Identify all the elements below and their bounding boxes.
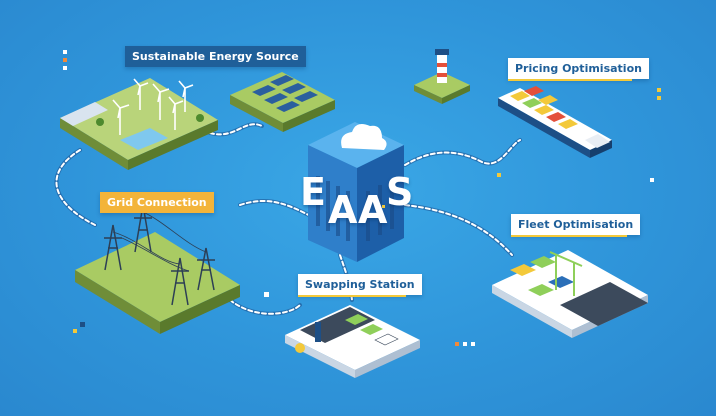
label-fleet-accent — [511, 235, 627, 237]
tower-letter-e: E — [300, 170, 327, 214]
eaas-tower — [308, 122, 404, 262]
label-sustainable-energy: Sustainable Energy Source — [125, 46, 306, 67]
cargo-ship — [498, 86, 612, 158]
tower-letter-a1: A — [328, 188, 359, 232]
port-terminal-island — [492, 250, 648, 338]
label-pricing-accent — [508, 79, 632, 81]
crane-icons — [549, 251, 583, 296]
cloud-icon — [341, 124, 387, 150]
lighthouse-island — [414, 49, 470, 104]
swapping-station-island — [285, 305, 420, 378]
battery-pack-icons — [345, 314, 399, 346]
container-stack-icons — [510, 256, 574, 296]
solar-panel-icons — [252, 75, 318, 112]
label-grid-connection: Grid Connection — [100, 192, 214, 213]
wind-farm-island — [60, 78, 218, 170]
power-pylon-icons — [104, 204, 215, 306]
label-swapping-station: Swapping Station — [298, 274, 422, 295]
solar-farm-island — [230, 72, 335, 132]
label-swapping-accent — [298, 295, 406, 297]
shipping-container-icons — [510, 86, 578, 129]
grid-connection-island — [75, 204, 240, 334]
decor-squares — [63, 50, 661, 346]
tower-letter-a2: A — [358, 188, 389, 232]
wind-turbine-icons — [112, 78, 194, 135]
label-pricing-optimisation: Pricing Optimisation — [508, 58, 649, 79]
tower-letter-s: S — [386, 170, 415, 214]
label-fleet-optimisation: Fleet Optimisation — [511, 214, 641, 235]
